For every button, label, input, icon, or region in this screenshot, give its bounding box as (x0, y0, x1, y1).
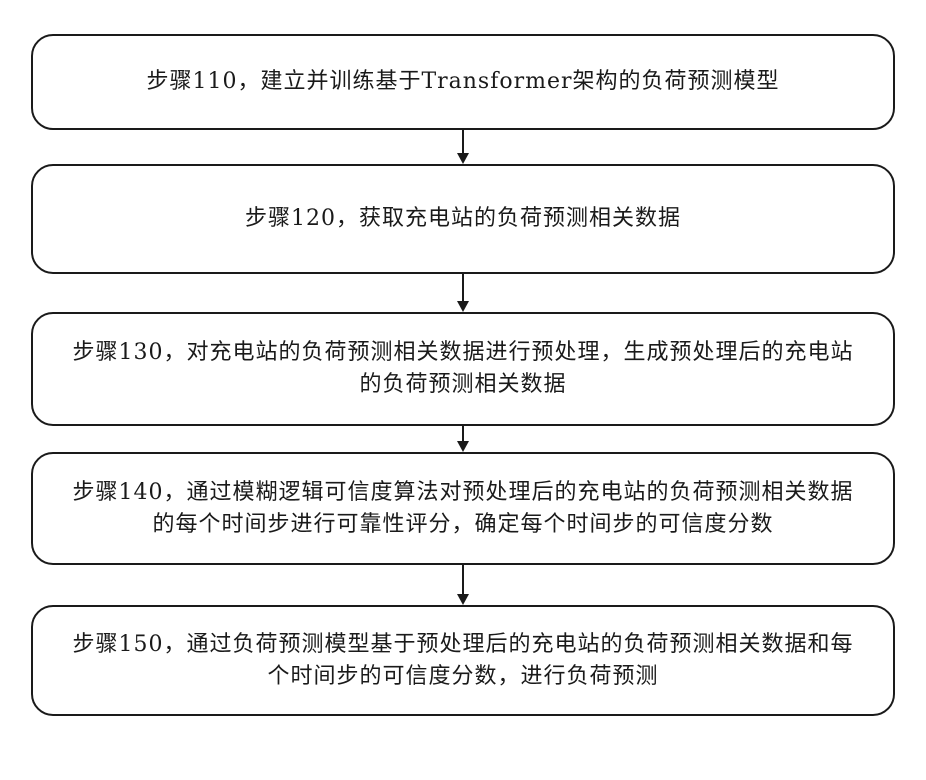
down-arrow-icon (457, 565, 469, 605)
step-box-140: 步骤140，通过模糊逻辑可信度算法对预处理后的充电站的负荷预测相关数据的每个时间… (31, 452, 895, 565)
arrow-head (457, 441, 469, 452)
arrow-stem (462, 274, 464, 302)
down-arrow-icon (457, 274, 469, 312)
arrow-stem (462, 426, 464, 442)
step-box-120: 步骤120，获取充电站的负荷预测相关数据 (31, 164, 895, 274)
step-150-label: 步骤150，通过负荷预测模型基于预处理后的充电站的负荷预测相关数据和每个时间步的… (72, 631, 854, 689)
down-arrow-icon (457, 426, 469, 452)
step-140-label: 步骤140，通过模糊逻辑可信度算法对预处理后的充电站的负荷预测相关数据的每个时间… (72, 479, 854, 537)
step-box-150: 步骤150，通过负荷预测模型基于预处理后的充电站的负荷预测相关数据和每个时间步的… (31, 605, 895, 716)
step-120-label: 步骤120，获取充电站的负荷预测相关数据 (245, 206, 681, 232)
step-box-130: 步骤130，对充电站的负荷预测相关数据进行预处理，生成预处理后的充电站的负荷预测… (31, 312, 895, 426)
arrow-stem (462, 130, 464, 154)
arrow-head (457, 153, 469, 164)
step-110-label: 步骤110，建立并训练基于Transformer架构的负荷预测模型 (146, 69, 780, 95)
arrow-stem (462, 565, 464, 595)
down-arrow-icon (457, 130, 469, 164)
arrow-head (457, 594, 469, 605)
step-130-label: 步骤130，对充电站的负荷预测相关数据进行预处理，生成预处理后的充电站的负荷预测… (72, 340, 854, 397)
step-box-110: 步骤110，建立并训练基于Transformer架构的负荷预测模型 (31, 34, 895, 130)
arrow-head (457, 301, 469, 312)
